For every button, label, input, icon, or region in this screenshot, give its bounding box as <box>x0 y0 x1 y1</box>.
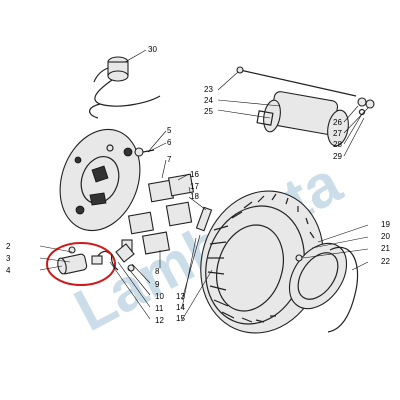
fan-cover-19-22 <box>288 242 359 333</box>
callout-7: 7 <box>167 155 172 164</box>
callout-2: 2 <box>6 242 11 251</box>
callout-3: 3 <box>6 254 11 263</box>
callout-17: 17 <box>190 182 199 191</box>
callout-28: 28 <box>333 140 342 149</box>
part-30-sensor-cable <box>89 56 161 119</box>
callout-4: 4 <box>6 266 11 275</box>
callout-10: 10 <box>155 292 164 301</box>
callout-11: 11 <box>155 304 164 313</box>
callout-5: 5 <box>167 126 172 135</box>
callout-18: 18 <box>190 192 199 201</box>
screw-5-6 <box>134 147 155 157</box>
bracket-part-9-12 <box>111 243 135 272</box>
leader-lines <box>39 49 369 321</box>
callout-30: 30 <box>148 45 157 54</box>
callout-6: 6 <box>167 138 172 147</box>
callout-22: 22 <box>381 257 390 266</box>
callout-12: 12 <box>155 316 164 325</box>
callout-26: 26 <box>333 118 342 127</box>
callout-23: 23 <box>204 85 213 94</box>
callout-13: 13 <box>176 292 185 301</box>
callout-16: 16 <box>190 170 199 179</box>
callout-25: 25 <box>204 107 213 116</box>
callout-20: 20 <box>381 232 390 241</box>
callout-27: 27 <box>333 129 342 138</box>
callout-29: 29 <box>333 152 342 161</box>
callout-14: 14 <box>176 303 185 312</box>
callout-19: 19 <box>381 220 390 229</box>
callout-9: 9 <box>155 280 160 289</box>
callout-24: 24 <box>204 96 213 105</box>
highlight-circle <box>46 242 116 286</box>
callout-labels: 30 23 24 25 26 27 28 29 5 6 7 16 17 18 2… <box>6 45 390 325</box>
callout-21: 21 <box>381 244 390 253</box>
stator-plate <box>59 128 141 232</box>
starter-motor-23-29 <box>236 66 375 147</box>
callout-15: 15 <box>176 314 185 323</box>
callout-8: 8 <box>155 267 160 276</box>
